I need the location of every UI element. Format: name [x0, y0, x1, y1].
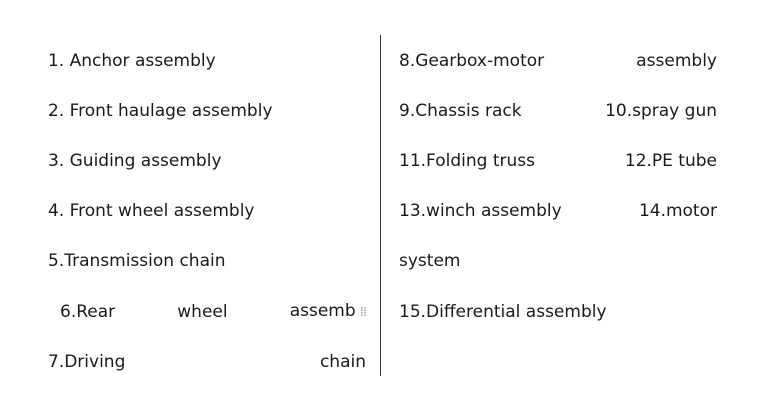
item-text-part: wheel — [177, 302, 228, 322]
list-item: 3. Guiding assembly — [48, 138, 366, 184]
item-text-part: 13.winch assembly — [399, 201, 562, 221]
list-item: 13.winch assembly 14.motor — [399, 188, 717, 234]
item-text-part: 9.Chassis rack — [399, 101, 522, 121]
list-item: 8.Gearbox-motor assembly — [399, 38, 717, 84]
list-item: 5.Transmission chain — [48, 238, 366, 284]
list-item: system — [399, 238, 717, 284]
item-text-part: 7.Driving — [48, 352, 126, 372]
item-text-part: 12.PE tube — [624, 151, 717, 171]
list-item: 9.Chassis rack 10.spray gun — [399, 88, 717, 134]
list-item: 2. Front haulage assembly — [48, 88, 366, 134]
item-text-part: 8.Gearbox-motor — [399, 51, 545, 71]
list-item: 4. Front wheel assembly — [48, 188, 366, 234]
item-text-part: 6.Rear — [60, 302, 116, 322]
item-text: 3. Guiding assembly — [48, 151, 222, 171]
list-item: 11.Folding truss 12.PE tube — [399, 138, 717, 184]
list-item: 7.Driving chain — [48, 339, 366, 385]
item-text-part: chain — [319, 352, 366, 372]
item-text-part: assembly — [636, 51, 717, 71]
list-item: 1. Anchor assembly — [48, 38, 366, 84]
item-text: 2. Front haulage assembly — [48, 101, 273, 121]
item-text: system — [399, 251, 461, 271]
item-text-part: 10.spray gun — [605, 101, 717, 121]
list-item: 15.Differential assembly — [399, 289, 717, 335]
item-text: 1. Anchor assembly — [48, 51, 216, 71]
list-item: 6.Rear wheel assemb⁞⁞ — [48, 288, 367, 336]
item-text-part: 14.motor — [638, 201, 717, 221]
item-text: 15.Differential assembly — [399, 302, 607, 322]
item-text: 4. Front wheel assembly — [48, 201, 255, 221]
item-text-part: assemb — [289, 301, 356, 321]
item-text-part: 11.Folding truss — [399, 151, 535, 171]
drag-handle-icon[interactable]: ⁞⁞ — [359, 305, 367, 320]
column-divider — [380, 35, 381, 376]
item-text: 5.Transmission chain — [48, 251, 226, 271]
item-text-tail: assemb⁞⁞ — [289, 288, 367, 336]
